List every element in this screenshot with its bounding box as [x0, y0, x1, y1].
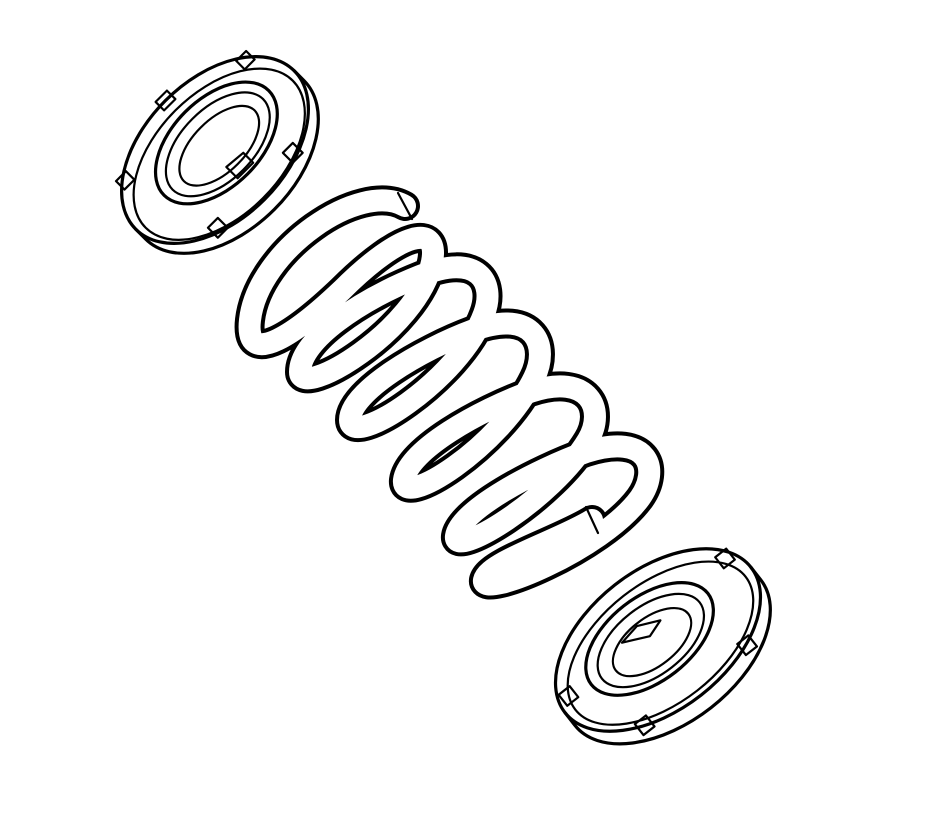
upper-insulator-flange [134, 69, 320, 255]
upper-insulator-seat-ring [153, 80, 279, 206]
upper-insulator-bore [178, 104, 261, 187]
lower-insulator-flange [563, 565, 772, 746]
lower-insulator-outer-rim-inner [566, 560, 755, 726]
centerline-top-dash [122, 36, 129, 46]
coil-spring-bottom-end [584, 505, 600, 535]
lower-insulator-tab [714, 547, 736, 570]
upper-insulator-tab [154, 89, 177, 112]
lower-insulator-rib [620, 619, 662, 644]
upper-insulator-seat-ring-inner [164, 91, 271, 198]
lower-insulator-seat-ring [584, 581, 715, 697]
coil-spring [234, 185, 665, 600]
lower-insulator-tab [736, 634, 759, 657]
upper-insulator-tab [281, 141, 304, 164]
lower-insulator-bore [611, 606, 693, 678]
upper-insulator [114, 49, 320, 255]
coil-spring-band [238, 189, 661, 596]
upper-insulator-tab [114, 170, 136, 191]
lower-insulator-tab [557, 685, 580, 707]
centerline-bottom-dash [735, 746, 742, 754]
upper-insulator-tab [206, 216, 229, 239]
coil-spring-top-end [396, 191, 414, 221]
upper-insulator-tab [235, 49, 256, 71]
upper-insulator-outer-rim-inner [132, 67, 306, 241]
upper-insulator-notch [225, 151, 255, 180]
lower-insulator-seat-ring-inner [596, 592, 706, 689]
lower-insulator-tab [633, 714, 656, 737]
lower-insulator [553, 547, 772, 746]
